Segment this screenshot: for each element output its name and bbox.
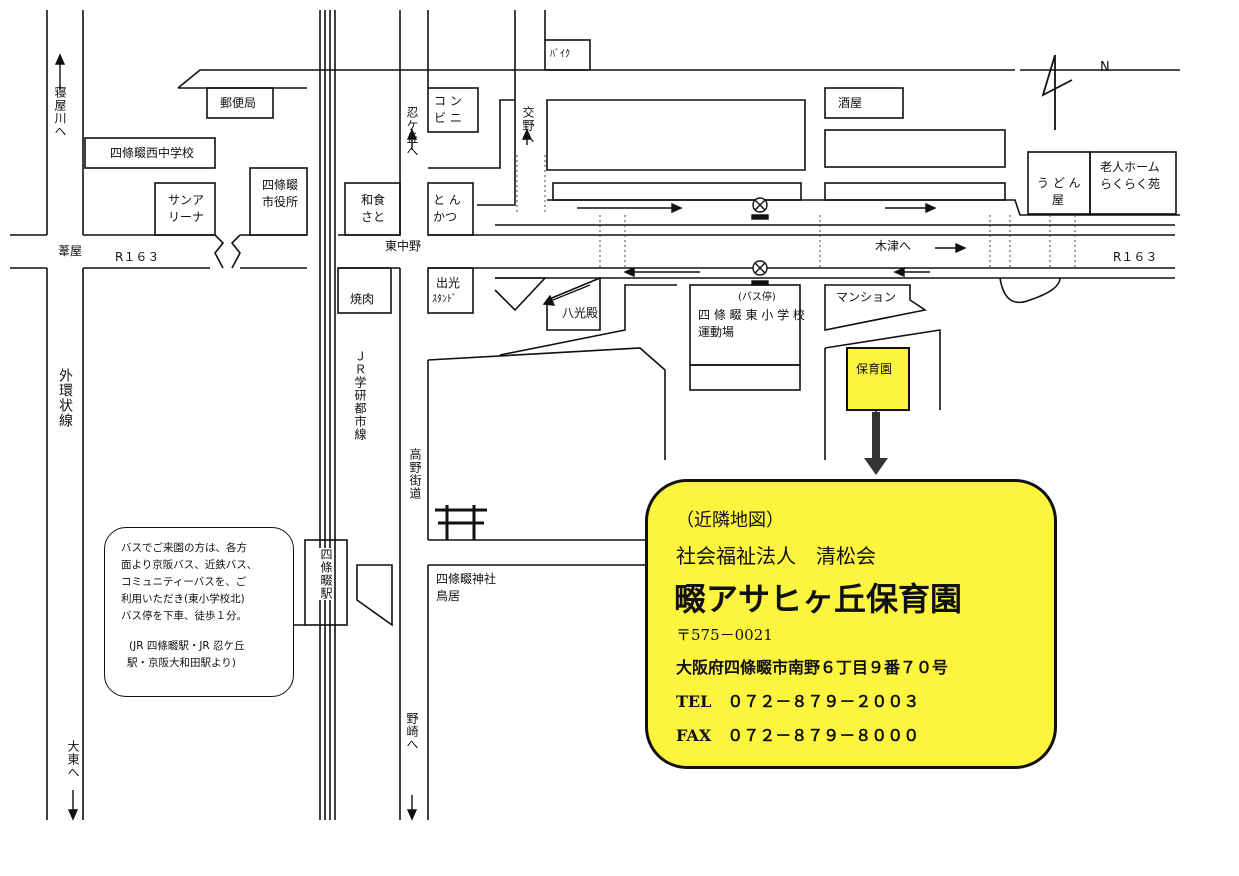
label-post-office: 郵便局 [220,96,257,110]
label-mansion: マンション [836,290,897,304]
label-bus-stop: (バス停) [738,292,776,303]
note-line: バス停を下車、徒歩１分。 [121,610,247,622]
label-yakiniku: 焼肉 [350,292,375,306]
label-kouya: 交野へ [521,106,535,145]
label-sakaya: 酒屋 [838,96,863,110]
label-city-hall-1: 四條畷 [262,178,299,192]
label-jr-line: ＪＲ学研都市線 [353,350,367,441]
note-line: 駅・京阪大和田駅より) [127,657,236,669]
label-neyagawa: 寝屋川へ [53,86,67,138]
label-udon-2: 屋 [1052,193,1065,207]
label-r163-right: R１６３ [1113,250,1158,264]
label-hakkouden: 八光殿 [562,306,599,320]
label-north: N [1100,60,1110,75]
label-nozaki: 野崎へ [405,712,419,751]
label-station: 四條畷駅 [319,548,333,600]
label-gaikan: 外環状線 [57,368,73,428]
note-line: (JR 四條畷駅・JR 忍ケ丘 [129,640,245,652]
label-konbini-2: ビ ニ [434,111,462,125]
label-koya-kaido: 高野街道 [408,448,422,500]
label-fukiya: 葦屋 [58,244,83,258]
info-postal: 〒575－0021 [676,626,773,644]
note-line: 利用いただき(東小学校北) [121,593,245,605]
note-line: バスでご来園の方は、各方 [121,542,247,554]
info-fax: FAX ０７２－８７９－８０００ [676,726,920,745]
note-line: 面より京阪バス、近鉄バス、 [121,559,258,571]
label-tonkatsu-2: かつ [433,210,458,224]
label-washoku-2: さと [361,210,386,224]
label-nishi-jhs: 四條畷西中学校 [110,146,195,160]
nursery-info-box: （近隣地図） 社会福祉法人 清松会 畷アサヒヶ丘保育園 〒575－0021 大阪… [645,479,1057,769]
label-rakuraku-2: らくらく苑 [1100,177,1161,191]
label-higashi-es-1: 四 條 畷 東 小 学 校 [698,308,805,322]
label-r163-left: R１６３ [115,250,160,264]
label-higashinakano: 東中野 [385,239,422,253]
label-sun-arena-1: サンア [168,193,205,207]
info-address: 大阪府四條畷市南野６丁目９番７０号 [676,658,949,677]
label-shrine-2: 鳥居 [436,589,461,603]
label-idemitsu-1: 出光 [436,276,461,290]
note-line: コミュニティーバスを、ご [121,576,247,588]
info-heading: （近隣地図） [676,510,784,531]
label-konbini-1: コ ン [434,94,462,108]
info-tel: TEL ０７２－８７９－２００３ [676,692,920,711]
label-washoku-1: 和食 [361,193,386,207]
label-kizu: 木津へ [875,239,912,253]
label-daito: 大東へ [66,740,80,779]
info-nursery-name: 畷アサヒヶ丘保育園 [674,580,963,618]
label-idemitsu-2: ｽﾀﾝﾄﾞ [432,294,457,305]
label-higashi-es-2: 運動場 [698,325,735,339]
label-hoikuen: 保育園 [856,362,893,376]
label-udon-1: う ど ん [1037,176,1081,190]
label-city-hall-2: 市役所 [262,195,299,209]
bus-access-note: バスでご来園の方は、各方 面より京阪バス、近鉄バス、 コミュニティーバスを、ご … [104,527,294,697]
label-rakuraku-1: 老人ホーム [1100,160,1160,174]
label-shinobugaoka: 忍ケ丘へ [405,106,419,158]
label-shrine-1: 四條畷神社 [436,572,497,586]
info-corporation: 社会福祉法人 清松会 [676,544,876,568]
label-tonkatsu-1: と ん [433,193,461,207]
label-sun-arena-2: リーナ [168,210,205,224]
label-bike: ﾊﾞｲｸ [550,49,570,60]
